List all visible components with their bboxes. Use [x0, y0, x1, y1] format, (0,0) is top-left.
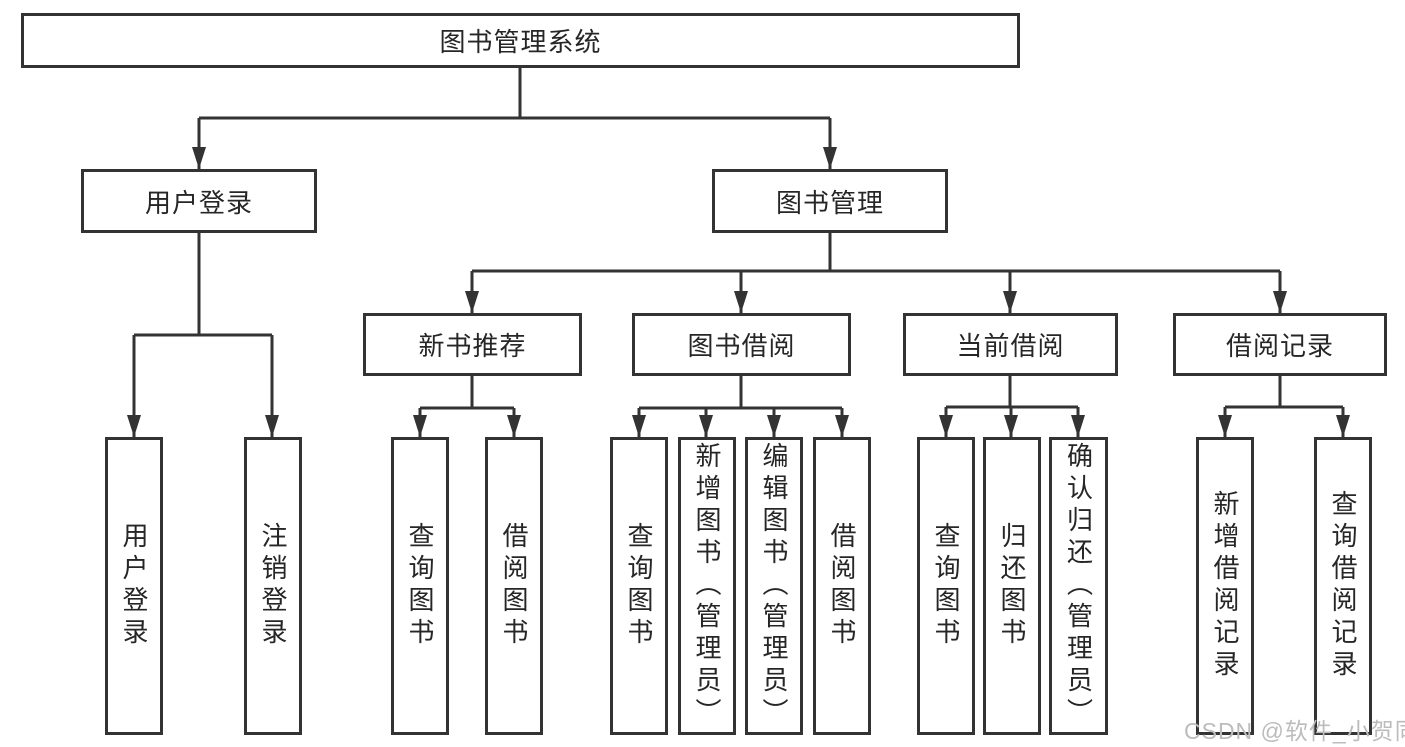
- leaf-label: 查询图书: [931, 522, 961, 650]
- leaf-query-books: 查询图书: [391, 437, 449, 735]
- node-book-borrow: 图书借阅: [632, 313, 851, 376]
- leaf-label: 新增借阅记录: [1210, 490, 1240, 682]
- node-user-login: 用户登录: [81, 169, 317, 233]
- node-current-borrow: 当前借阅: [903, 313, 1118, 376]
- csdn-watermark: CSDN @软件_小贺同学: [1184, 718, 1405, 744]
- leaf-return-book: 归还图书: [983, 437, 1041, 735]
- leaf-label: 归还图书: [997, 522, 1027, 650]
- leaf-query-books: 查询图书: [610, 437, 668, 735]
- leaf-label: 新增图书（管理员）: [692, 442, 722, 730]
- leaf-add-borrow-record: 新增借阅记录: [1196, 437, 1254, 735]
- leaf-label: 注销登录: [258, 522, 288, 650]
- leaf-label: 借阅图书: [499, 522, 529, 650]
- leaf-label: 查询借阅记录: [1328, 490, 1358, 682]
- node-library-management-system: 图书管理系统: [21, 13, 1020, 68]
- leaf-user-login: 用户登录: [105, 437, 163, 735]
- leaf-label: 查询图书: [405, 522, 435, 650]
- leaf-label: 查询图书: [624, 522, 654, 650]
- leaf-add-book-admin: 新增图书（管理员）: [678, 437, 736, 735]
- leaf-label: 编辑图书（管理员）: [759, 442, 789, 730]
- leaf-label: 借阅图书: [827, 522, 857, 650]
- leaf-borrow-books: 借阅图书: [813, 437, 871, 735]
- node-borrow-records: 借阅记录: [1173, 313, 1387, 376]
- leaf-edit-book-admin: 编辑图书（管理员）: [745, 437, 803, 735]
- leaf-logout: 注销登录: [244, 437, 302, 735]
- leaf-borrow-books: 借阅图书: [485, 437, 543, 735]
- leaf-query-books: 查询图书: [917, 437, 975, 735]
- node-book-management: 图书管理: [712, 169, 948, 233]
- leaf-confirm-return-admin: 确认归还（管理员）: [1049, 437, 1108, 735]
- leaf-label: 确认归还（管理员）: [1063, 442, 1094, 730]
- node-new-book-recommend: 新书推荐: [363, 313, 582, 376]
- leaf-query-borrow-record: 查询借阅记录: [1314, 437, 1372, 735]
- leaf-label: 用户登录: [119, 522, 149, 650]
